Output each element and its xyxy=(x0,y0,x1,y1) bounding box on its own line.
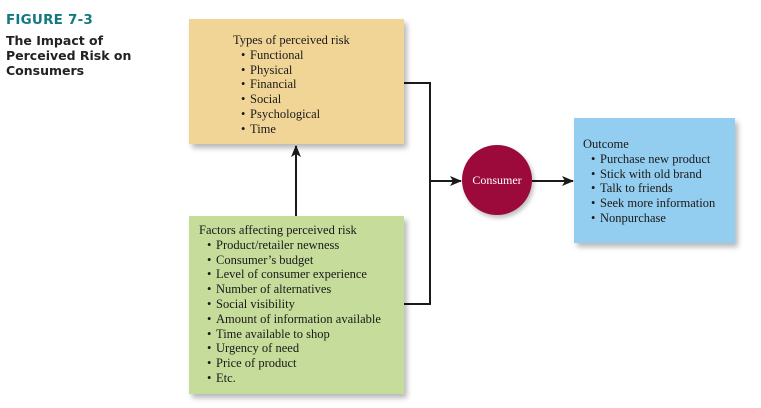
list-item: Purchase new product xyxy=(591,152,715,167)
figure-label: FIGURE 7-3 xyxy=(6,12,93,28)
list-item: Seek more information xyxy=(591,196,715,211)
consumer-label: Consumer xyxy=(472,172,522,187)
list-item: Number of alternatives xyxy=(207,282,381,297)
list-item: Psychological xyxy=(241,107,350,122)
consumer-node: Consumer xyxy=(462,145,532,215)
list-item: Stick with old brand xyxy=(591,167,715,182)
figure-title: The Impact of Perceived Risk on Consumer… xyxy=(6,33,132,78)
list-item: Urgency of need xyxy=(207,341,381,356)
factors-heading: Factors affecting perceived risk xyxy=(199,223,357,237)
list-item: Consumer’s budget xyxy=(207,253,381,268)
list-item: Level of consumer experience xyxy=(207,267,381,282)
outcome-box: Outcome Purchase new product Stick with … xyxy=(574,118,735,243)
list-item: Time xyxy=(241,122,350,137)
list-item: Social visibility xyxy=(207,297,381,312)
list-item: Product/retailer newness xyxy=(207,238,381,253)
bracket-line xyxy=(404,82,431,305)
list-item: Physical xyxy=(241,63,350,78)
list-item: Etc. xyxy=(207,371,381,386)
factors-box: Factors affecting perceived risk Product… xyxy=(189,216,404,394)
list-item: Social xyxy=(241,92,350,107)
types-of-risk-box: Types of perceived risk Functional Physi… xyxy=(189,19,404,144)
list-item: Time available to shop xyxy=(207,327,381,342)
types-heading: Types of perceived risk xyxy=(233,33,350,47)
list-item: Functional xyxy=(241,48,350,63)
list-item: Financial xyxy=(241,77,350,92)
outcome-list: Purchase new product Stick with old bran… xyxy=(583,152,715,226)
list-item: Nonpurchase xyxy=(591,211,715,226)
outcome-heading: Outcome xyxy=(583,137,629,151)
list-item: Price of product xyxy=(207,356,381,371)
list-item: Amount of information available xyxy=(207,312,381,327)
list-item: Talk to friends xyxy=(591,181,715,196)
types-list: Functional Physical Financial Social Psy… xyxy=(233,48,350,137)
factors-list: Product/retailer newness Consumer’s budg… xyxy=(199,238,381,386)
